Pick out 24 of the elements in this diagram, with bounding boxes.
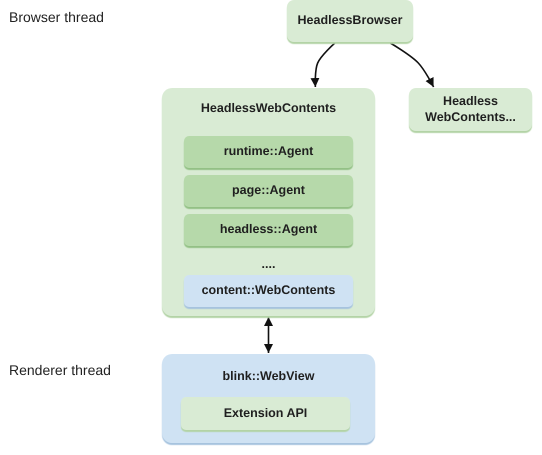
box-label: Extension API [224,406,308,422]
box-label: page::Agent [232,183,305,199]
ellipsis-text: .... [262,257,276,273]
process-box [409,88,532,131]
process-box [184,275,353,307]
box-title: blink::WebView [222,369,314,385]
box-label: headless::Agent [220,222,318,238]
container-box [162,354,375,443]
box-label: runtime::Agent [224,144,314,160]
arrow [310,42,336,88]
box-label: Headless WebContents... [424,94,517,126]
thread-label: Renderer thread [9,362,111,378]
container-box [162,88,375,316]
process-box [184,214,353,246]
box-label: content::WebContents [202,283,336,299]
process-box [184,175,353,207]
arrow [390,42,434,88]
double-arrow [264,317,273,353]
process-box [181,397,350,430]
box-title: HeadlessWebContents [200,101,336,117]
thread-label: Browser thread [9,9,104,25]
box-label: HeadlessBrowser [298,13,402,29]
process-box [184,136,353,168]
process-box [287,0,413,42]
